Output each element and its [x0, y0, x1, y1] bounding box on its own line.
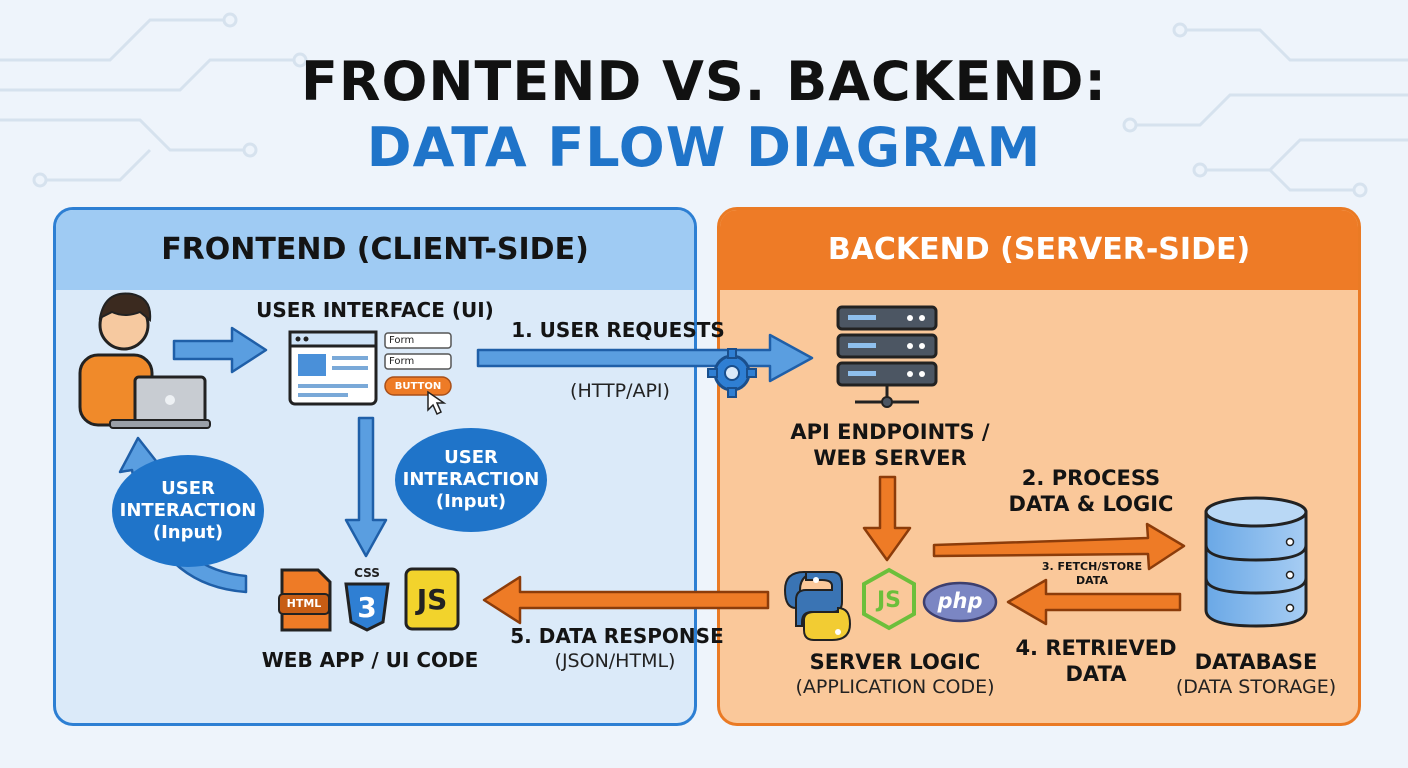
form-button: BUTTON [394, 381, 442, 392]
html-icon-label: HTML [286, 597, 322, 610]
frontend-panel: FRONTEND (CLIENT-SIDE) [53, 207, 697, 726]
css-icon-label: CSS [354, 566, 380, 580]
step3-line-2: DATA [1076, 574, 1108, 587]
logic-label: SERVER LOGIC [809, 650, 981, 674]
ui-window-icon [288, 330, 378, 406]
bubble-left-line-2: INTERACTION [119, 500, 257, 521]
server-label-2: WEB SERVER [813, 446, 967, 470]
server-icon [836, 305, 938, 408]
bubble-right-line-2: INTERACTION [402, 469, 540, 490]
frontend-header: FRONTEND (CLIENT-SIDE) [56, 210, 694, 290]
js-icon-label: JS [416, 583, 448, 616]
user-interaction-bubble-left: USER INTERACTION (Input) [112, 455, 264, 567]
arrow-response [482, 575, 770, 625]
html-file-icon [278, 568, 332, 632]
step4-line-2: DATA [1065, 662, 1127, 686]
backend-title: BACKEND (SERVER-SIDE) [827, 232, 1251, 267]
backend-header: BACKEND (SERVER-SIDE) [720, 210, 1358, 290]
code-label: WEB APP / UI CODE [261, 648, 479, 672]
python-icon [783, 571, 852, 641]
arrow-server-to-logic [862, 475, 912, 562]
ui-label: USER INTERFACE (UI) [256, 298, 494, 322]
nodejs-icon-label: JS [876, 588, 902, 613]
user-laptop-icon [78, 292, 211, 429]
step1-label: 1. USER REQUESTS [511, 318, 725, 342]
page-subtitle: DATA FLOW DIAGRAM [366, 116, 1042, 179]
page-title: FRONTEND VS. BACKEND: [300, 50, 1108, 113]
arrow-user-to-ui [172, 326, 268, 374]
arrow-process [932, 522, 1186, 571]
arrow-request [476, 333, 814, 383]
php-icon [922, 581, 998, 623]
logic-sub: (APPLICATION CODE) [795, 676, 995, 698]
css3-icon: 3 [344, 582, 390, 632]
server-label-1: API ENDPOINTS / [790, 420, 990, 444]
step5-label: 5. DATA RESPONSE [510, 624, 724, 648]
js-icon [404, 567, 460, 631]
bubble-right-line-3: (Input) [435, 491, 507, 512]
database-sub: (DATA STORAGE) [1175, 676, 1337, 698]
bubble-left-line-1: USER [161, 478, 215, 499]
form-field-2: Form [389, 356, 415, 367]
php-icon-label: php [937, 589, 983, 613]
nodejs-icon [862, 567, 916, 631]
ui-form-mock [384, 332, 452, 416]
database-label: DATABASE [1194, 650, 1318, 674]
step2-line-2: DATA & LOGIC [1008, 492, 1174, 516]
gear-icon [707, 348, 757, 398]
user-interaction-bubble-right: USER INTERACTION (Input) [395, 428, 547, 532]
arrow-retrieved [1006, 578, 1182, 626]
step3-line-1: 3. FETCH/STORE [1041, 560, 1143, 573]
step1-sub: (HTTP/API) [570, 380, 670, 402]
step2-line-1: 2. PROCESS [1021, 466, 1161, 490]
step5-sub: (JSON/HTML) [554, 650, 676, 672]
bubble-right-line-1: USER [444, 447, 498, 468]
frontend-title: FRONTEND (CLIENT-SIDE) [161, 232, 589, 267]
step4-line-1: 4. RETRIEVED [1015, 636, 1177, 660]
form-field-1: Form [389, 335, 415, 346]
bubble-left-line-3: (Input) [152, 522, 224, 543]
database-icon [1204, 496, 1308, 628]
svg-text:3: 3 [357, 591, 376, 624]
arrow-ui-to-code [344, 416, 388, 558]
